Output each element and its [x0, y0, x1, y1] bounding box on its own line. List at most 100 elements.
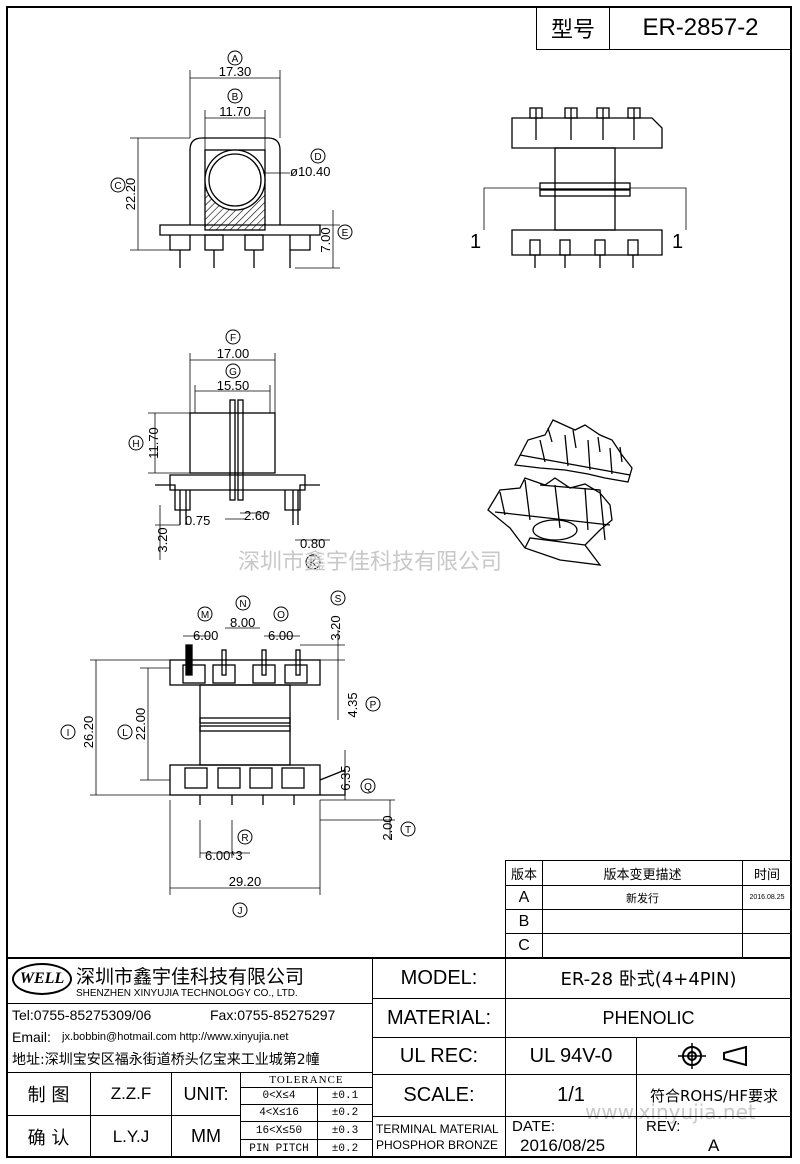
date-value: 2016/08/25	[520, 1136, 606, 1155]
company-fax: Fax:0755-85275297	[210, 1007, 336, 1023]
dim-letter-f: F	[230, 333, 236, 344]
dim-letter-m: M	[201, 610, 209, 621]
dim-e: 7.00	[318, 227, 333, 252]
dim-letter-q: Q	[364, 782, 372, 793]
divider	[6, 1003, 372, 1004]
dim-letter-o: O	[277, 610, 285, 621]
dim-letter-a: A	[232, 54, 239, 65]
dim-j: 29.20	[229, 874, 262, 889]
dim-letter-h: H	[132, 439, 139, 450]
check-name: L.Y.J	[90, 1115, 172, 1158]
pin1-right: 1	[672, 231, 683, 253]
tolerance-range: 4<X≤16	[240, 1104, 318, 1122]
draw-name: Z.Z.F	[90, 1072, 172, 1116]
dim-q: 6.35	[338, 765, 353, 790]
rev-row-desc: 新发行	[542, 885, 743, 910]
company-logo: WELL	[12, 963, 72, 995]
rev-row-date	[742, 909, 792, 934]
tolerance-range: 0<X≤4	[240, 1087, 318, 1105]
ulrec-label: UL REC:	[372, 1037, 506, 1075]
dim-letter-d: D	[314, 152, 321, 163]
unit-label: UNIT:	[171, 1072, 241, 1116]
dim-r: 6.00*3	[205, 848, 243, 863]
dim-letter-e: E	[342, 228, 349, 239]
dim-letter-g: G	[229, 367, 237, 378]
dim-a: 17.30	[219, 64, 252, 79]
dim-320: 3.20	[155, 527, 170, 552]
dim-f: 17.00	[217, 346, 250, 361]
dim-letter-b: B	[232, 92, 239, 103]
tolerance-value: ±0.2	[317, 1104, 373, 1122]
dim-c: 22.20	[123, 178, 138, 211]
dim-260: 2.60	[244, 508, 269, 523]
dim-l: 22.00	[133, 708, 148, 741]
company-name-en: SHENZHEN XINYUJIA TECHNOLOGY CO., LTD.	[76, 988, 298, 999]
tolerance-value: ±0.2	[317, 1139, 373, 1158]
date-label: DATE:	[512, 1118, 556, 1135]
dim-letter-i: I	[67, 728, 70, 739]
tolerance-range: 16<X≤50	[240, 1121, 318, 1140]
company-address: 地址:深圳宝安区福永街道桥头亿宝来工业城第2幢	[12, 1052, 320, 1068]
dim-g: 15.50	[217, 378, 250, 393]
technical-drawing: A 17.30 B 11.70 C 22.20 D ø10.40 7.00 E …	[60, 50, 687, 918]
dim-n: 8.00	[230, 615, 255, 630]
tolerance-value: ±0.3	[317, 1121, 373, 1140]
dim-letter-t: T	[405, 825, 411, 836]
dim-p: 4.35	[345, 692, 360, 717]
dim-o: 6.00	[268, 628, 293, 643]
dim-k: 0.80	[300, 536, 325, 551]
rev-label: REV:	[646, 1118, 681, 1135]
dim-letter-l: L	[122, 728, 128, 739]
dim-s: 3.20	[328, 615, 343, 640]
tolerance-title: TOLERANCE	[240, 1072, 373, 1088]
tolerance-value: ±0.1	[317, 1087, 373, 1105]
terminal-material-label: TERMINAL MATERIAL	[376, 1122, 499, 1136]
scale-value: 1/1	[505, 1074, 637, 1117]
dim-letter-n: N	[239, 599, 246, 610]
ulrec-value: UL 94V-0	[505, 1037, 637, 1075]
dim-b: 11.70	[219, 104, 251, 119]
projection-symbol	[636, 1037, 792, 1075]
dim-m: 6.00	[193, 628, 218, 643]
company-name-cn: 深圳市鑫宇佳科技有限公司	[76, 966, 305, 988]
draw-label: 制 图	[6, 1072, 91, 1116]
model-label: MODEL:	[372, 957, 506, 999]
title-block	[6, 957, 792, 1158]
model-value: ER-28 卧式(4+4PIN)	[505, 957, 792, 999]
dim-letter-r: R	[241, 833, 248, 844]
company-email: jx.bobbin@hotmail.com http://www.xinyuji…	[62, 1031, 289, 1043]
dim-i: 26.20	[81, 716, 96, 749]
terminal-material-value: PHOSPHOR BRONZE	[376, 1138, 499, 1152]
dim-letter-k: K	[310, 558, 317, 569]
rev-row-desc	[542, 933, 743, 958]
pin1-left: 1	[470, 231, 481, 253]
company-tel: Tel:0755-85275309/06	[12, 1007, 152, 1023]
material-value: PHENOLIC	[505, 998, 792, 1038]
material-label: MATERIAL:	[372, 998, 506, 1038]
check-label: 确 认	[6, 1115, 91, 1158]
dim-letter-p: P	[370, 700, 377, 711]
dim-letter-s: S	[335, 594, 342, 605]
rev-row-ver: B	[505, 909, 543, 934]
tolerance-range: PIN PITCH	[240, 1139, 318, 1158]
rev-header-desc: 版本变更描述	[542, 860, 743, 886]
model-number-cell: ER-2857-2	[609, 6, 792, 50]
dim-letter-j: J	[238, 906, 243, 917]
dim-t: 2.00	[380, 815, 395, 840]
dim-075: 0.75	[185, 513, 210, 528]
rev-value: A	[708, 1136, 720, 1155]
projection-icon	[678, 1043, 747, 1069]
dim-d: ø10.40	[290, 164, 330, 179]
model-label-cell: 型号	[536, 6, 610, 50]
rev-row-desc	[542, 909, 743, 934]
rev-header-ver: 版本	[505, 860, 543, 886]
dim-h: 11.70	[146, 427, 161, 459]
rev-row-date	[742, 933, 792, 958]
rohs-note: 符合ROHS/HF要求	[636, 1074, 792, 1117]
scale-label: SCALE:	[372, 1074, 506, 1117]
rev-cell	[636, 1116, 792, 1158]
watermark-bottom: www.xinyujia.net	[585, 1100, 756, 1124]
company-email-label: Email:	[12, 1029, 51, 1045]
rev-row-ver: A	[505, 885, 543, 910]
dim-letter-c: C	[114, 181, 121, 192]
